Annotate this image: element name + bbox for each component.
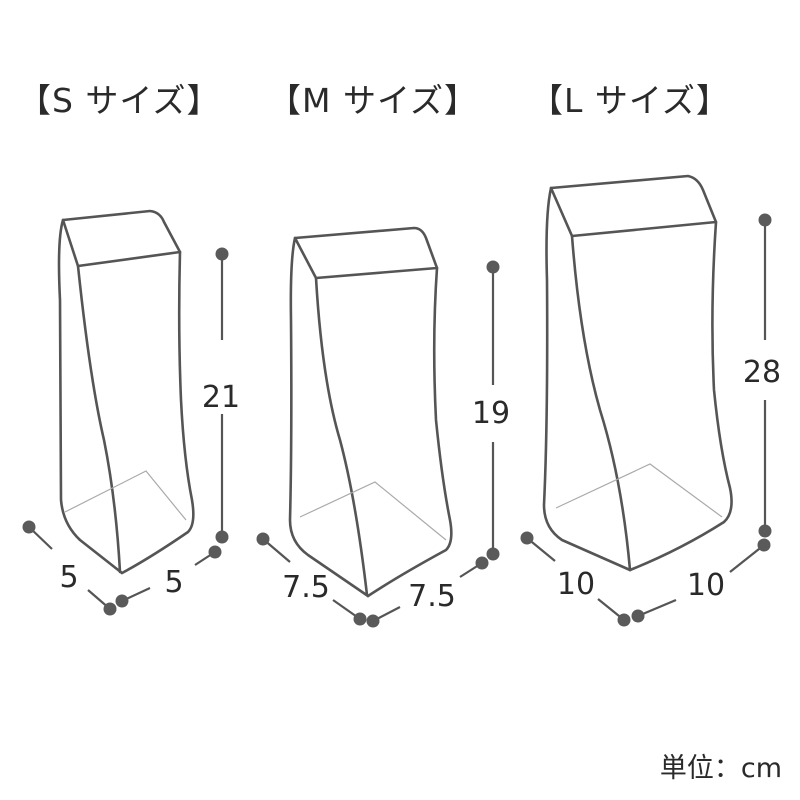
dim-l-depth-label: 10 — [687, 568, 725, 603]
dim-s-depth-label: 5 — [164, 565, 183, 600]
dim-m-depth-label: 7.5 — [408, 579, 456, 614]
title-l-size: 【L サイズ】 — [530, 81, 730, 120]
dim-l-width-label: 10 — [557, 567, 595, 602]
dims-m: 19 7.5 7.5 — [256, 260, 510, 628]
bag-m — [288, 226, 453, 598]
bag-l — [542, 174, 733, 572]
dims-l: 28 10 10 — [520, 213, 781, 627]
dim-m-height-bottom-dot — [486, 547, 500, 561]
dim-m-height-label: 19 — [472, 396, 510, 431]
bag-s-front-crease — [76, 264, 122, 574]
bag-m-front-crease — [314, 276, 369, 597]
bag-m-left-side — [288, 236, 370, 598]
dim-s-width-label: 5 — [59, 560, 78, 595]
bag-l-inner-base — [555, 463, 723, 518]
title-m-size: 【M サイズ】 — [268, 81, 478, 120]
bag-m-top — [293, 226, 439, 280]
dim-l-height-top-dot — [758, 213, 772, 227]
bag-s-right-side — [120, 250, 195, 575]
bag-l-left-side — [542, 186, 632, 572]
dim-s-height-top-dot — [215, 247, 229, 261]
dim-l-height-label: 28 — [743, 355, 781, 390]
bag-s-top — [61, 209, 182, 268]
dim-s-height-bottom-dot — [215, 530, 229, 544]
unit-label: 単位：cm — [659, 753, 782, 784]
title-s-size: 【S サイズ】 — [18, 81, 221, 120]
bag-s — [57, 209, 195, 575]
dim-m-width-label: 7.5 — [282, 570, 330, 605]
dim-m-height-top-dot — [486, 260, 500, 274]
dim-s-height-label: 21 — [202, 380, 240, 415]
bag-l-front-crease — [570, 234, 632, 572]
bag-m-right-side — [366, 266, 453, 598]
bag-l-top — [549, 174, 718, 238]
dims-s: 21 5 5 — [22, 247, 240, 616]
dim-l-height-bottom-dot — [758, 524, 772, 538]
bag-s-inner-base — [64, 470, 187, 521]
bag-l-right-side — [628, 220, 733, 572]
bag-s-left-side — [57, 218, 124, 575]
bag-m-inner-base — [299, 481, 447, 541]
